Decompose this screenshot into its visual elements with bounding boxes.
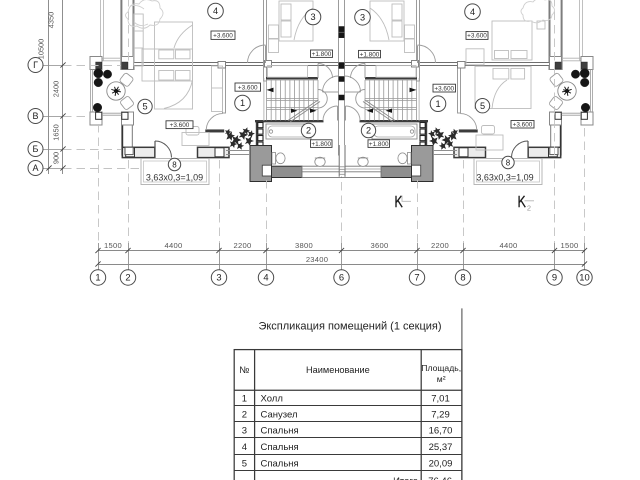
svg-text:1: 1 xyxy=(242,394,247,405)
svg-text:1500: 1500 xyxy=(561,241,579,250)
svg-text:1: 1 xyxy=(240,98,245,108)
svg-text:3,63x0,3=1,09: 3,63x0,3=1,09 xyxy=(476,173,533,183)
svg-text:м²: м² xyxy=(437,374,446,384)
svg-text:20,09: 20,09 xyxy=(429,459,453,470)
svg-text:Спальня: Спальня xyxy=(261,426,299,437)
svg-text:7,01: 7,01 xyxy=(431,394,450,405)
svg-text:5: 5 xyxy=(480,101,485,111)
svg-text:2: 2 xyxy=(306,126,311,136)
svg-text:+1.800: +1.800 xyxy=(311,141,331,148)
svg-text:25,37: 25,37 xyxy=(429,442,453,453)
svg-text:+3.600: +3.600 xyxy=(213,32,233,39)
svg-text:+1.800: +1.800 xyxy=(360,51,380,58)
svg-text:5: 5 xyxy=(242,459,247,470)
svg-text:+3.600: +3.600 xyxy=(467,33,487,40)
svg-text:В: В xyxy=(32,111,38,121)
svg-text:3: 3 xyxy=(242,426,247,437)
svg-text:Спальня: Спальня xyxy=(261,459,299,470)
svg-text:3800: 3800 xyxy=(295,241,313,250)
svg-text:4: 4 xyxy=(470,7,475,17)
svg-text:А: А xyxy=(32,163,38,173)
svg-text:3: 3 xyxy=(310,12,315,22)
svg-text:Г: Г xyxy=(33,60,38,70)
svg-text:4400: 4400 xyxy=(165,241,183,250)
svg-text:1: 1 xyxy=(435,99,440,109)
svg-text:2: 2 xyxy=(125,272,130,283)
svg-text:3,63x0,3=1,09: 3,63x0,3=1,09 xyxy=(146,173,203,183)
svg-text:2200: 2200 xyxy=(234,241,252,250)
svg-text:4: 4 xyxy=(242,442,247,453)
svg-text:+3.600: +3.600 xyxy=(238,84,258,91)
svg-text:Итого: Итого xyxy=(393,476,418,480)
svg-text:900: 900 xyxy=(52,152,61,164)
svg-text:Б: Б xyxy=(33,144,39,154)
svg-text:Санузел: Санузел xyxy=(261,410,298,421)
svg-text:Площадь,: Площадь, xyxy=(421,363,461,373)
svg-text:2: 2 xyxy=(527,204,531,213)
svg-text:3: 3 xyxy=(216,272,221,283)
svg-text:2: 2 xyxy=(366,126,371,136)
svg-text:5: 5 xyxy=(142,102,147,112)
svg-text:8: 8 xyxy=(506,159,511,168)
svg-text:23400: 23400 xyxy=(306,255,328,264)
svg-text:3600: 3600 xyxy=(371,241,389,250)
svg-text:№: № xyxy=(239,365,249,376)
svg-text:2200: 2200 xyxy=(431,241,449,250)
svg-text:3: 3 xyxy=(360,13,365,23)
svg-text:+3.600: +3.600 xyxy=(170,122,190,129)
svg-text:Экспликация помещений (1 секц: Экспликация помещений (1 секция) xyxy=(258,321,441,333)
svg-text:4400: 4400 xyxy=(500,241,518,250)
svg-text:1650: 1650 xyxy=(52,124,61,140)
svg-text:4350: 4350 xyxy=(47,12,56,28)
svg-text:+1.800: +1.800 xyxy=(312,51,332,58)
svg-text:6: 6 xyxy=(339,272,344,283)
svg-text:7,29: 7,29 xyxy=(431,410,450,421)
svg-text:Наименование: Наименование xyxy=(306,365,370,375)
svg-text:1: 1 xyxy=(95,272,100,283)
svg-text:+3.600: +3.600 xyxy=(513,121,533,128)
svg-text:4: 4 xyxy=(263,272,268,283)
svg-text:16,70: 16,70 xyxy=(429,426,453,437)
svg-text:Спальня: Спальня xyxy=(261,442,299,453)
svg-text:8: 8 xyxy=(460,272,465,283)
svg-text:10: 10 xyxy=(579,272,589,283)
svg-text:+1.800: +1.800 xyxy=(369,141,389,148)
svg-text:4: 4 xyxy=(213,6,218,16)
svg-text:1500: 1500 xyxy=(104,241,122,250)
svg-text:Холл: Холл xyxy=(261,394,283,405)
svg-text:2: 2 xyxy=(242,410,247,421)
svg-text:9: 9 xyxy=(552,272,557,283)
svg-text:2400: 2400 xyxy=(52,81,61,97)
svg-text:7: 7 xyxy=(414,272,419,283)
svg-text:76,46: 76,46 xyxy=(428,476,452,480)
svg-text:8: 8 xyxy=(172,161,177,170)
svg-text:10500: 10500 xyxy=(37,39,46,60)
svg-text:+3.600: +3.600 xyxy=(434,85,454,92)
